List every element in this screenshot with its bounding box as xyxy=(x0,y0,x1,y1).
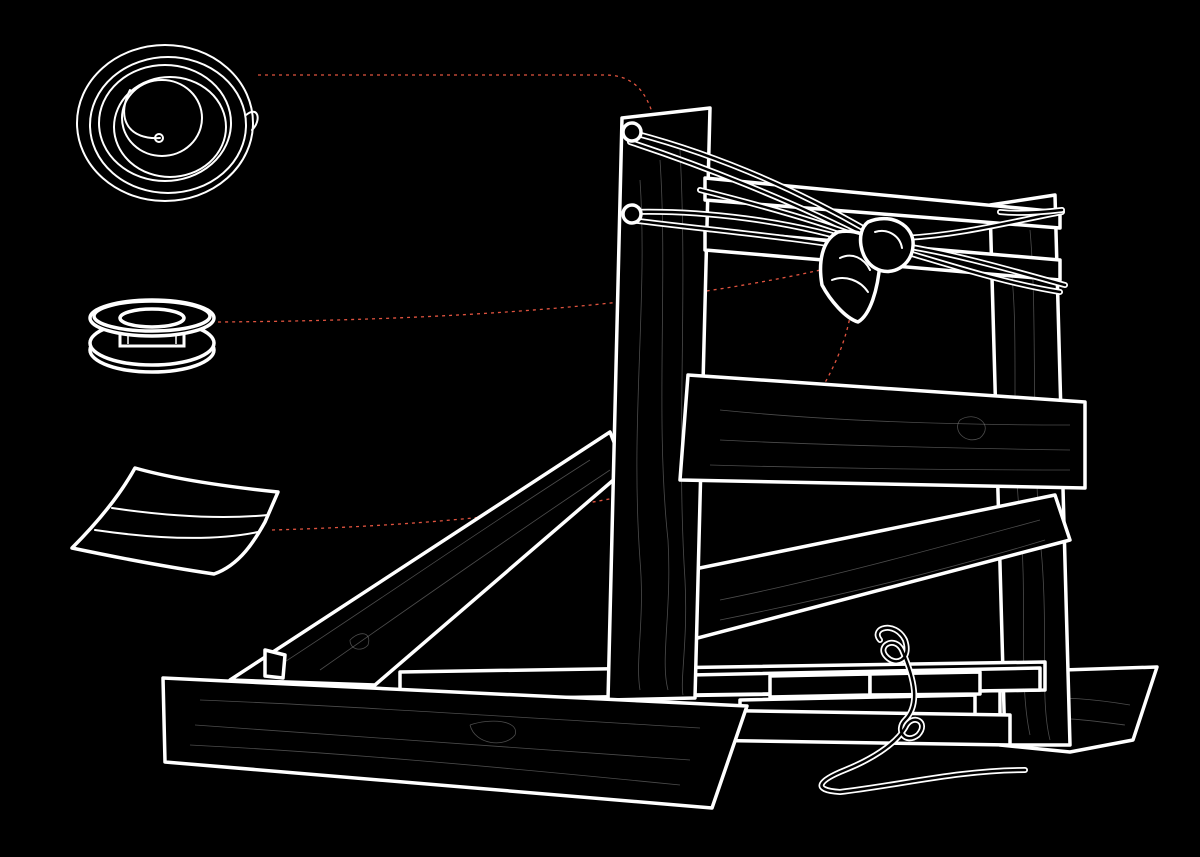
front-diagonal-brace xyxy=(228,430,627,687)
front-skid xyxy=(161,648,749,810)
floor-platform xyxy=(398,660,1047,747)
coiled-rope-icon xyxy=(76,44,259,202)
sling-pouch xyxy=(818,216,915,324)
trigger-rope xyxy=(818,624,1028,796)
fabric-sheet-icon xyxy=(70,466,280,576)
eye-bolts xyxy=(621,121,643,225)
catapult-icon xyxy=(161,106,1159,810)
bobbin-spool-icon xyxy=(88,298,216,374)
front-left-post xyxy=(606,106,712,702)
main-crossbeam xyxy=(678,373,1087,490)
